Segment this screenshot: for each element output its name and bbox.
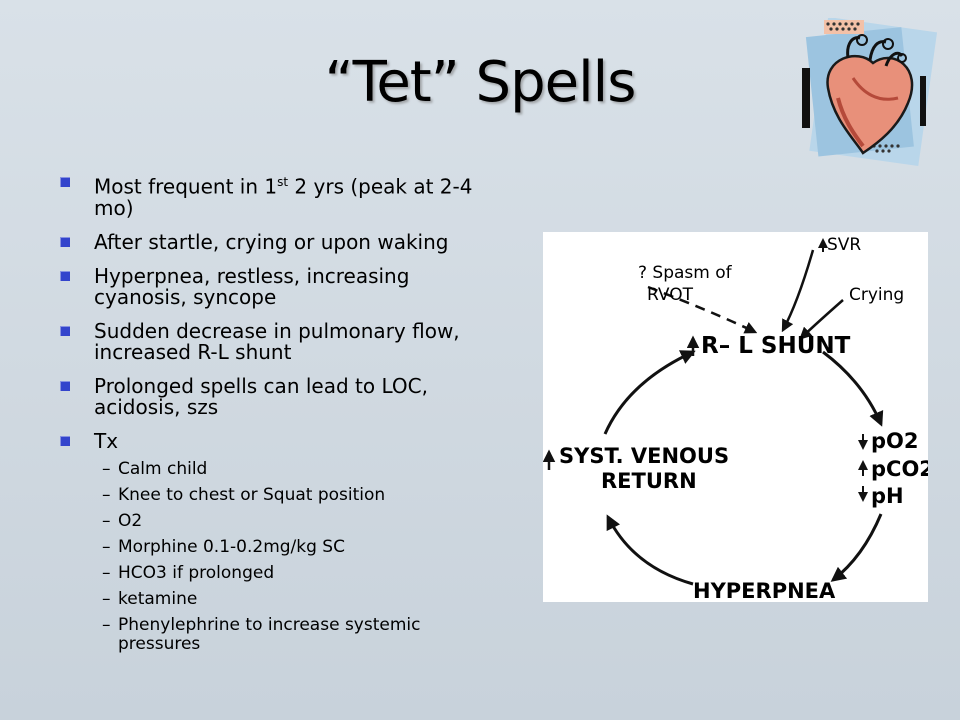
sub-bullet-item: –HCO3 if prolonged (102, 562, 275, 583)
sub-bullet-item: –ketamine (102, 588, 198, 609)
ph-label: pH (871, 484, 904, 508)
cycle-arrow-shunt-to-gases (822, 350, 884, 427)
bullet-item: Sudden decrease in pulmonary flow, incre… (58, 320, 478, 363)
bullet-square-icon (60, 236, 70, 247)
sub-bullet-item: –Calm child (102, 458, 208, 479)
sub-bullet-item: –O2 (102, 510, 143, 531)
bullet-square-icon (60, 177, 70, 187)
crying-label: Crying (849, 285, 904, 305)
slide-title: “Tet” Spells (324, 50, 637, 115)
svr-label: SVR (827, 235, 861, 255)
bullet-square-icon (60, 380, 70, 391)
spasm-arrow (647, 285, 758, 334)
bullet-item: Prolonged spells can lead to LOC, acidos… (58, 375, 478, 418)
svr-arrow (781, 249, 815, 333)
bullet-item: Hyperpnea, restless, increasing cyanosis… (58, 265, 478, 308)
sub-bullet-item: –Phenylephrine to increase systemic pres… (102, 614, 421, 654)
heart-clipart-icon (802, 18, 938, 167)
shunt-label: R– L SHUNT (701, 333, 851, 359)
sub-bullet-item: –Morphine 0.1-0.2mg/kg SC (102, 536, 345, 557)
po2-label: pO2 (871, 429, 919, 453)
bullet-square-icon (60, 435, 70, 446)
pco2-label: pCO2 (871, 457, 928, 481)
hyperpnea-label: HYPERPNEA (693, 579, 836, 602)
bullet-square-icon (60, 325, 70, 336)
cycle-arrow-hyperpnea-to-venous (606, 514, 694, 586)
venous-label: SYST. VENOUS (559, 444, 729, 468)
tet-spell-cycle-diagram: ? Spasm of RVOT SVR Crying R– L SHUNT pO… (543, 232, 928, 602)
bullet-list: Most frequent in 1st 2 yrs (peak at 2-4 … (58, 172, 478, 661)
crying-arrow (799, 299, 844, 340)
bullet-item: After startle, crying or upon waking (58, 231, 478, 253)
bullet-square-icon (60, 270, 70, 281)
rvot-label: RVOT (647, 285, 694, 305)
return-label: RETURN (601, 469, 697, 493)
bullet-item: Most frequent in 1st 2 yrs (peak at 2-4 … (58, 172, 478, 219)
cycle-arrow-venous-to-shunt (603, 350, 696, 435)
cycle-arrow-gases-to-hyperpnea (830, 513, 883, 582)
spasm-label: ? Spasm of (638, 263, 733, 283)
sub-bullet-item: –Knee to chest or Squat position (102, 484, 386, 505)
bullet-item: Tx (58, 430, 478, 452)
